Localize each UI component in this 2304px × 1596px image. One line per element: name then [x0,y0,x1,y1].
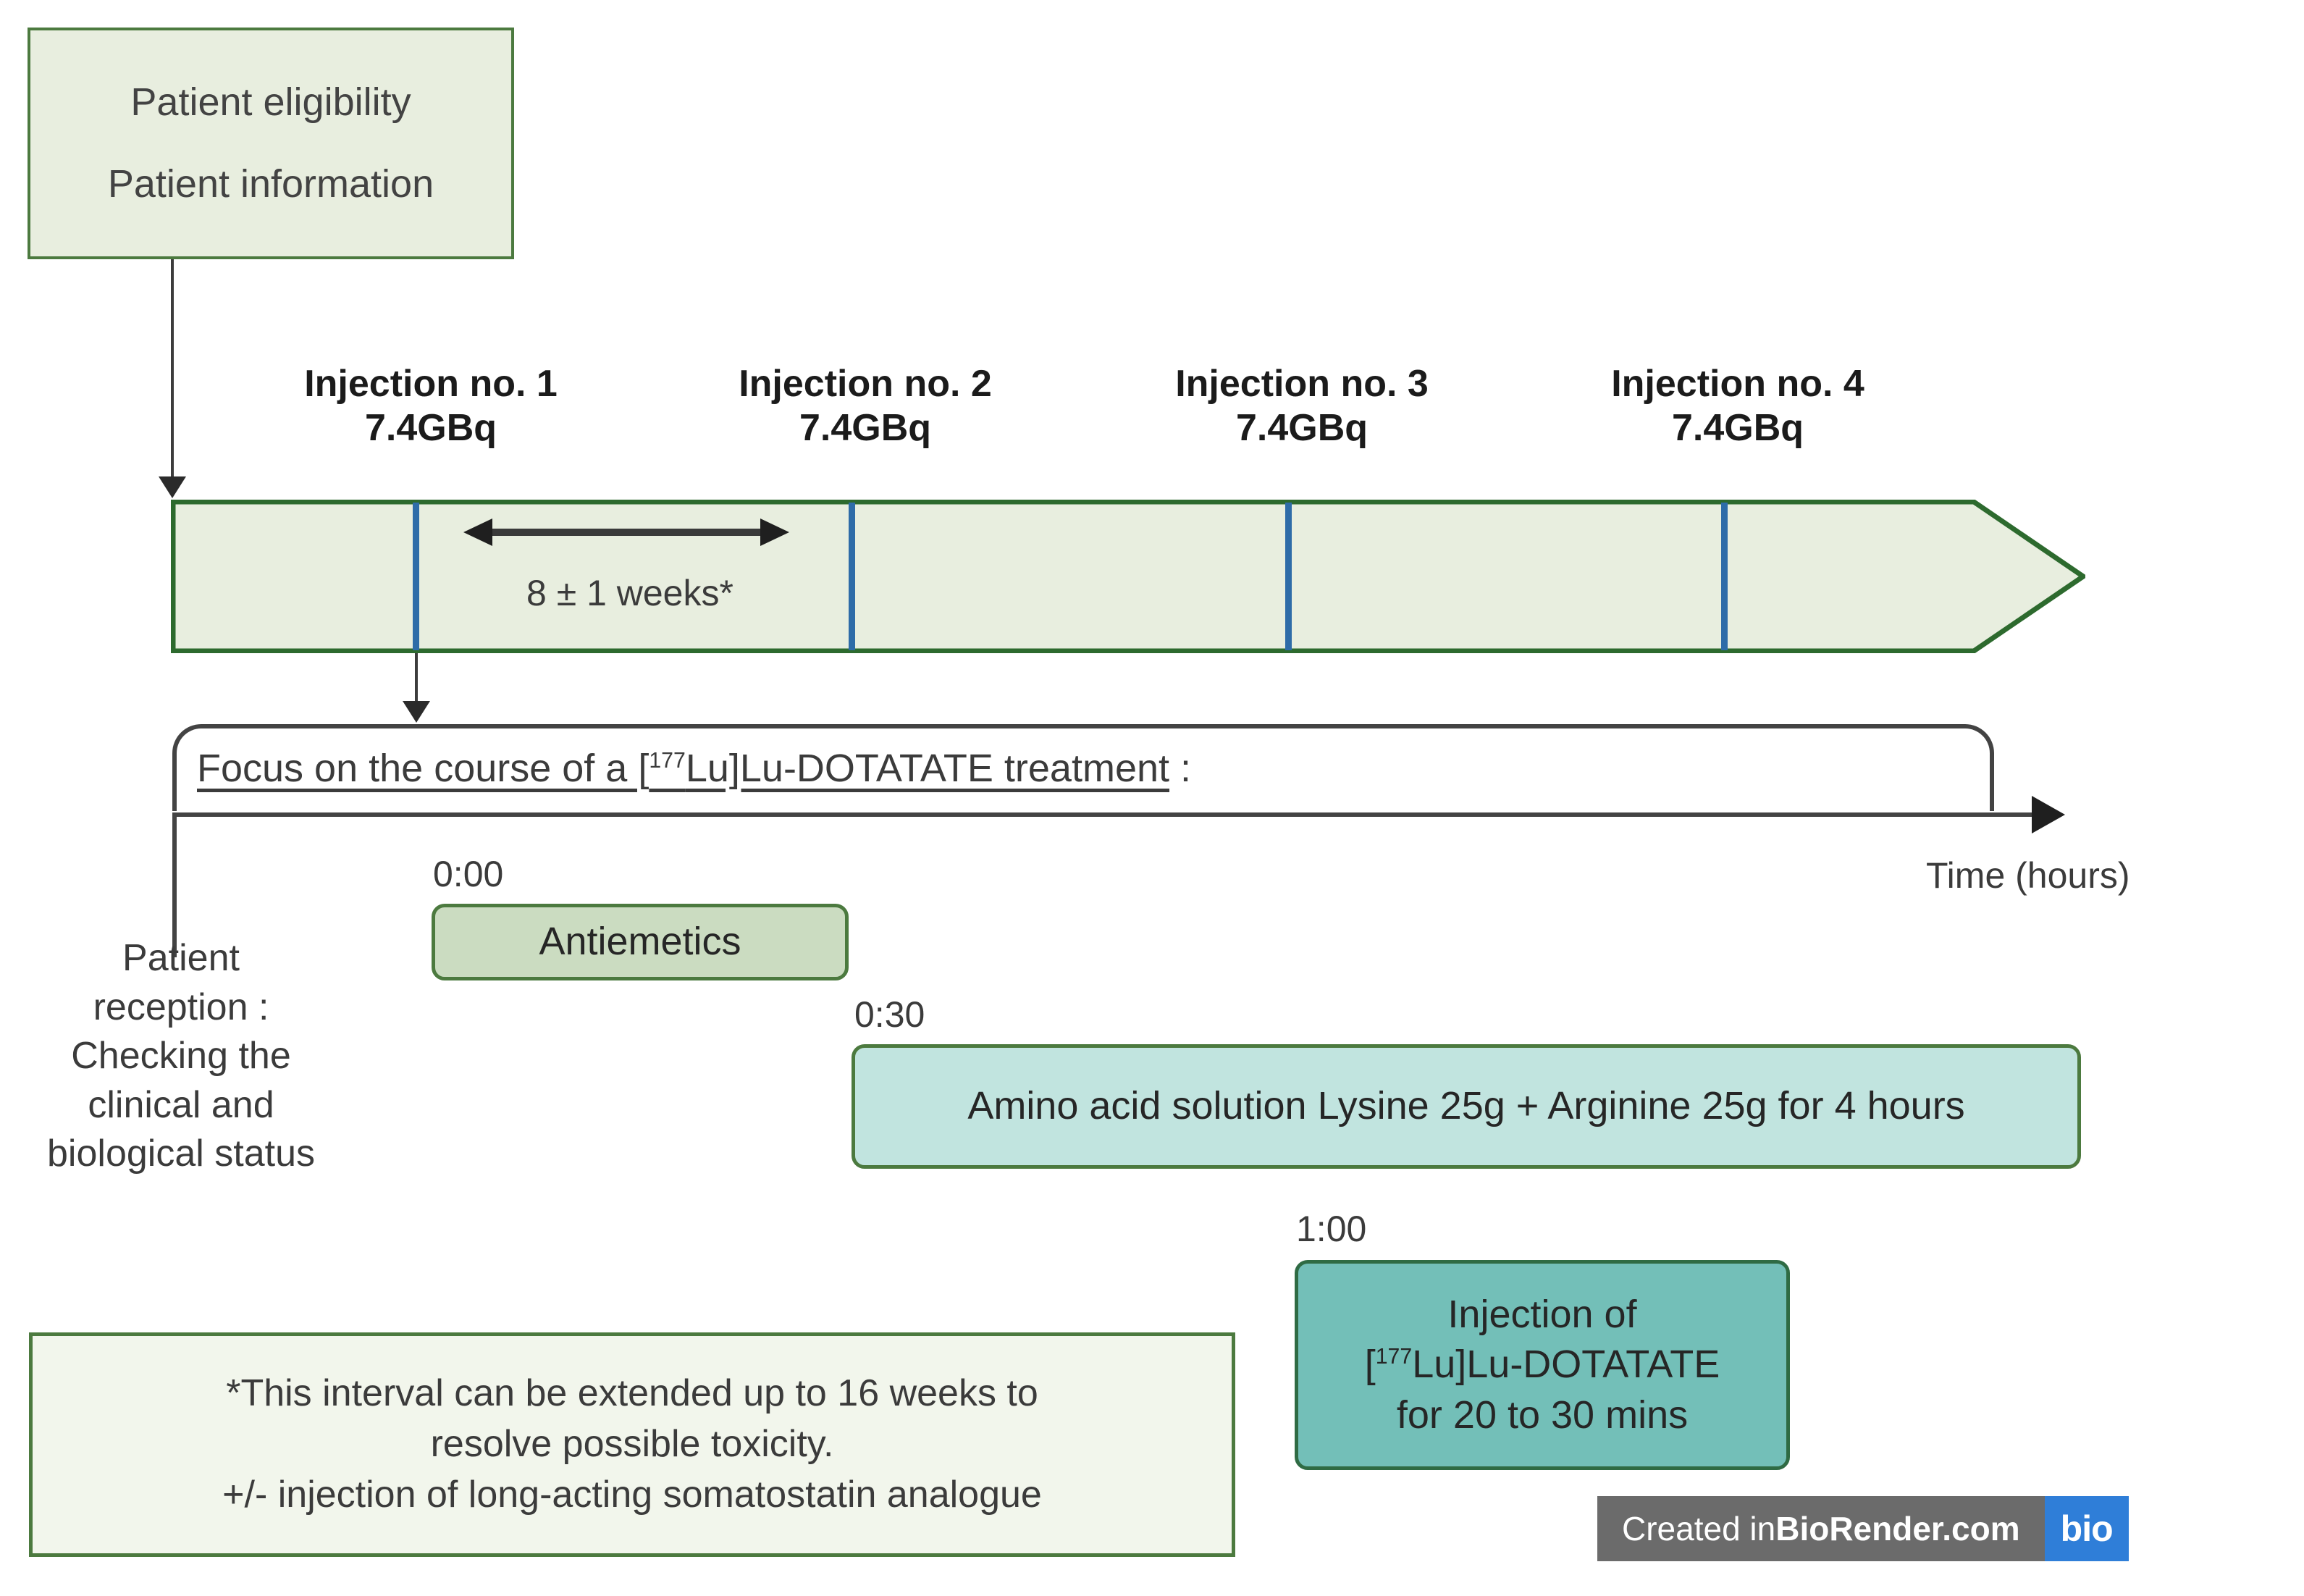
antiemetics-label: Antiemetics [539,920,741,964]
eligibility-to-bar-arrowhead [159,476,186,498]
interval-arrow-shape [463,518,789,546]
injection-dose-3: 7.4GBq [1235,407,1368,450]
focus-title-prefix: Focus on the course of a [ [197,747,649,790]
timestamp-amino-acid: 0:30 [854,994,925,1035]
footnote-box: *This interval can be extended up to 16 … [29,1332,1235,1557]
treatment-timeline-bar [171,500,2085,653]
biorender-watermark: Created in BioRender.com bio [1597,1496,2129,1561]
injection-box-line-2: Lu]Lu-DOTATATE [1412,1343,1720,1387]
bar-to-focus-connector [415,653,418,702]
amino-acid-solution-box: Amino acid solution Lysine 25g + Arginin… [852,1044,2081,1169]
focus-isotope: 177 [649,749,686,773]
treatment-bar-shape [171,500,2085,653]
radioligand-injection-text: Injection of [177Lu]Lu-DOTATATE for 20 t… [1365,1290,1720,1440]
injection-title-1: Injection no. 1 [304,363,558,405]
injection-tick-4 [1721,503,1728,650]
footnote-line-1: *This interval can be extended up to 16 … [226,1372,1038,1415]
footnote-text: *This interval can be extended up to 16 … [222,1369,1042,1520]
amino-acid-solution-label: Amino acid solution Lysine 25g + Arginin… [967,1084,1965,1128]
injection-box-isotope: 177 [1375,1345,1413,1369]
injection-box-line-3: for 20 to 30 mins [1396,1393,1689,1437]
timestamp-injection: 1:00 [1296,1209,1367,1249]
eligibility-line-1: Patient eligibility [130,80,411,124]
time-axis-label: Time (hours) [1926,855,2130,896]
eligibility-line-2: Patient information [107,162,434,206]
biorender-brand: BioRender.com [1775,1510,2020,1547]
injection-dose-2: 7.4GBq [799,407,932,450]
injection-box-bracket: [ [1364,1343,1376,1387]
focus-bracket [172,724,1994,811]
injection-label-4: Injection no. 4 7.4GBq [1586,362,1890,451]
patient-reception-note: Patient reception : Checking the clinica… [0,934,362,1179]
patient-reception-line-3: Checking the [71,1035,291,1078]
patient-reception-line-4: clinical and [88,1083,274,1126]
time-axis-origin-tick [172,812,177,957]
timestamp-antiemetics: 0:00 [433,854,504,894]
injection-label-1: Injection no. 1 7.4GBq [279,362,583,451]
focus-title: Focus on the course of a [177Lu]Lu-DOTAT… [197,746,1191,791]
injection-title-2: Injection no. 2 [739,363,992,405]
injection-title-3: Injection no. 3 [1175,363,1429,405]
biorender-logo-icon: bio [2044,1496,2129,1561]
footnote-line-3: +/- injection of long-acting somatostati… [222,1473,1042,1516]
focus-title-middle: Lu]Lu-DOTATATE treatment [685,747,1170,790]
injection-label-3: Injection no. 3 7.4GBq [1150,362,1454,451]
injection-tick-1 [413,503,419,650]
interval-label: 8 ± 1 weeks* [526,573,733,613]
time-axis-arrowhead [2032,796,2065,833]
footnote-line-2: resolve possible toxicity. [430,1423,834,1466]
biorender-text: Created in BioRender.com [1597,1496,2045,1561]
patient-eligibility-box: Patient eligibility Patient information [28,28,514,259]
injection-tick-2 [849,503,855,650]
focus-title-suffix: : [1169,747,1192,790]
biorender-prefix: Created in [1622,1510,1776,1547]
patient-reception-line-1: Patient [122,937,240,979]
eligibility-to-bar-connector [171,259,174,478]
patient-reception-line-5: biological status [47,1133,315,1175]
time-axis-line [172,812,2033,817]
injection-label-2: Injection no. 2 7.4GBq [713,362,1017,451]
radioligand-injection-box: Injection of [177Lu]Lu-DOTATATE for 20 t… [1295,1260,1790,1470]
injection-box-line-1: Injection of [1447,1293,1637,1337]
injection-title-4: Injection no. 4 [1611,363,1864,405]
bar-to-focus-arrowhead [403,701,430,723]
patient-reception-line-2: reception : [93,986,269,1028]
injection-tick-3 [1285,503,1292,650]
interval-double-arrow [463,516,789,549]
injection-dose-1: 7.4GBq [364,407,497,450]
antiemetics-box: Antiemetics [432,904,849,980]
injection-dose-4: 7.4GBq [1671,407,1804,450]
